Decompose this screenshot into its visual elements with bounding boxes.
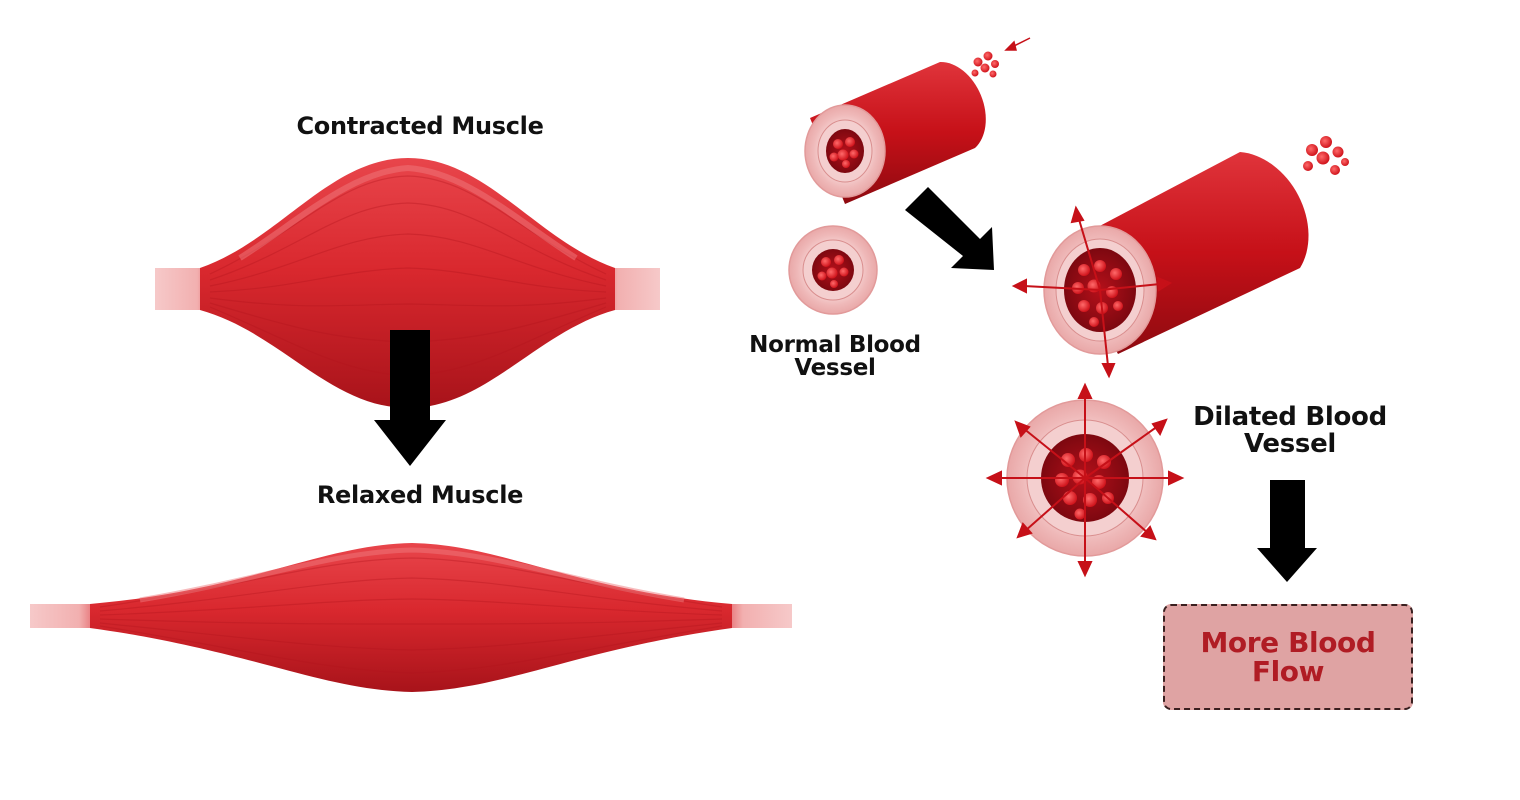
relaxed-muscle-text: Relaxed Muscle xyxy=(316,481,524,509)
normal-vessel-cells xyxy=(971,51,999,78)
more-blood-flow-box: More Blood Flow xyxy=(1163,604,1413,710)
contracted-muscle-belly xyxy=(200,158,615,408)
dilated-vessel-cross-section xyxy=(985,382,1185,578)
dilated-tube-expansion-arrows xyxy=(1011,205,1173,379)
arrow-dilated-to-flow xyxy=(1257,480,1317,582)
contracted-muscle-label: Contracted Muscle xyxy=(250,112,590,140)
contracted-muscle-text: Contracted Muscle xyxy=(296,112,544,140)
dilated-vessel-text-line2: Vessel xyxy=(1243,428,1337,459)
normal-vessel-cross-section xyxy=(788,225,878,315)
relaxed-muscle-tendon-left xyxy=(30,604,100,628)
normal-vessel-tube xyxy=(804,61,986,204)
arrow-contracted-to-relaxed xyxy=(374,330,446,466)
inflow-pointer-arrow xyxy=(1004,37,1031,51)
relaxed-muscle-fibers xyxy=(99,557,723,674)
more-blood-flow-line2: Flow xyxy=(1251,655,1325,688)
dilated-vessel-tube xyxy=(1011,152,1309,379)
dilated-vessel-label: Dilated Blood Vessel xyxy=(1160,404,1420,457)
relaxed-muscle-tendon-right xyxy=(722,604,792,628)
dilated-cross-section-expansion-arrows xyxy=(985,382,1185,578)
arrow-normal-to-dilated xyxy=(905,187,994,270)
relaxed-muscle-label: Relaxed Muscle xyxy=(250,481,590,509)
dilated-vessel-text-line1: Dilated Blood xyxy=(1193,402,1387,432)
relaxed-muscle-belly xyxy=(90,543,732,692)
relaxed-muscle xyxy=(30,543,792,692)
normal-vessel-label: Normal Blood Vessel xyxy=(720,332,950,382)
contracted-muscle xyxy=(155,158,660,408)
dilated-vessel-cells xyxy=(1303,136,1349,175)
normal-vessel-text-line1: Normal Blood xyxy=(749,332,921,358)
more-blood-flow-line1: More Blood xyxy=(1200,625,1376,659)
normal-vessel-text-line2: Vessel xyxy=(794,355,876,382)
